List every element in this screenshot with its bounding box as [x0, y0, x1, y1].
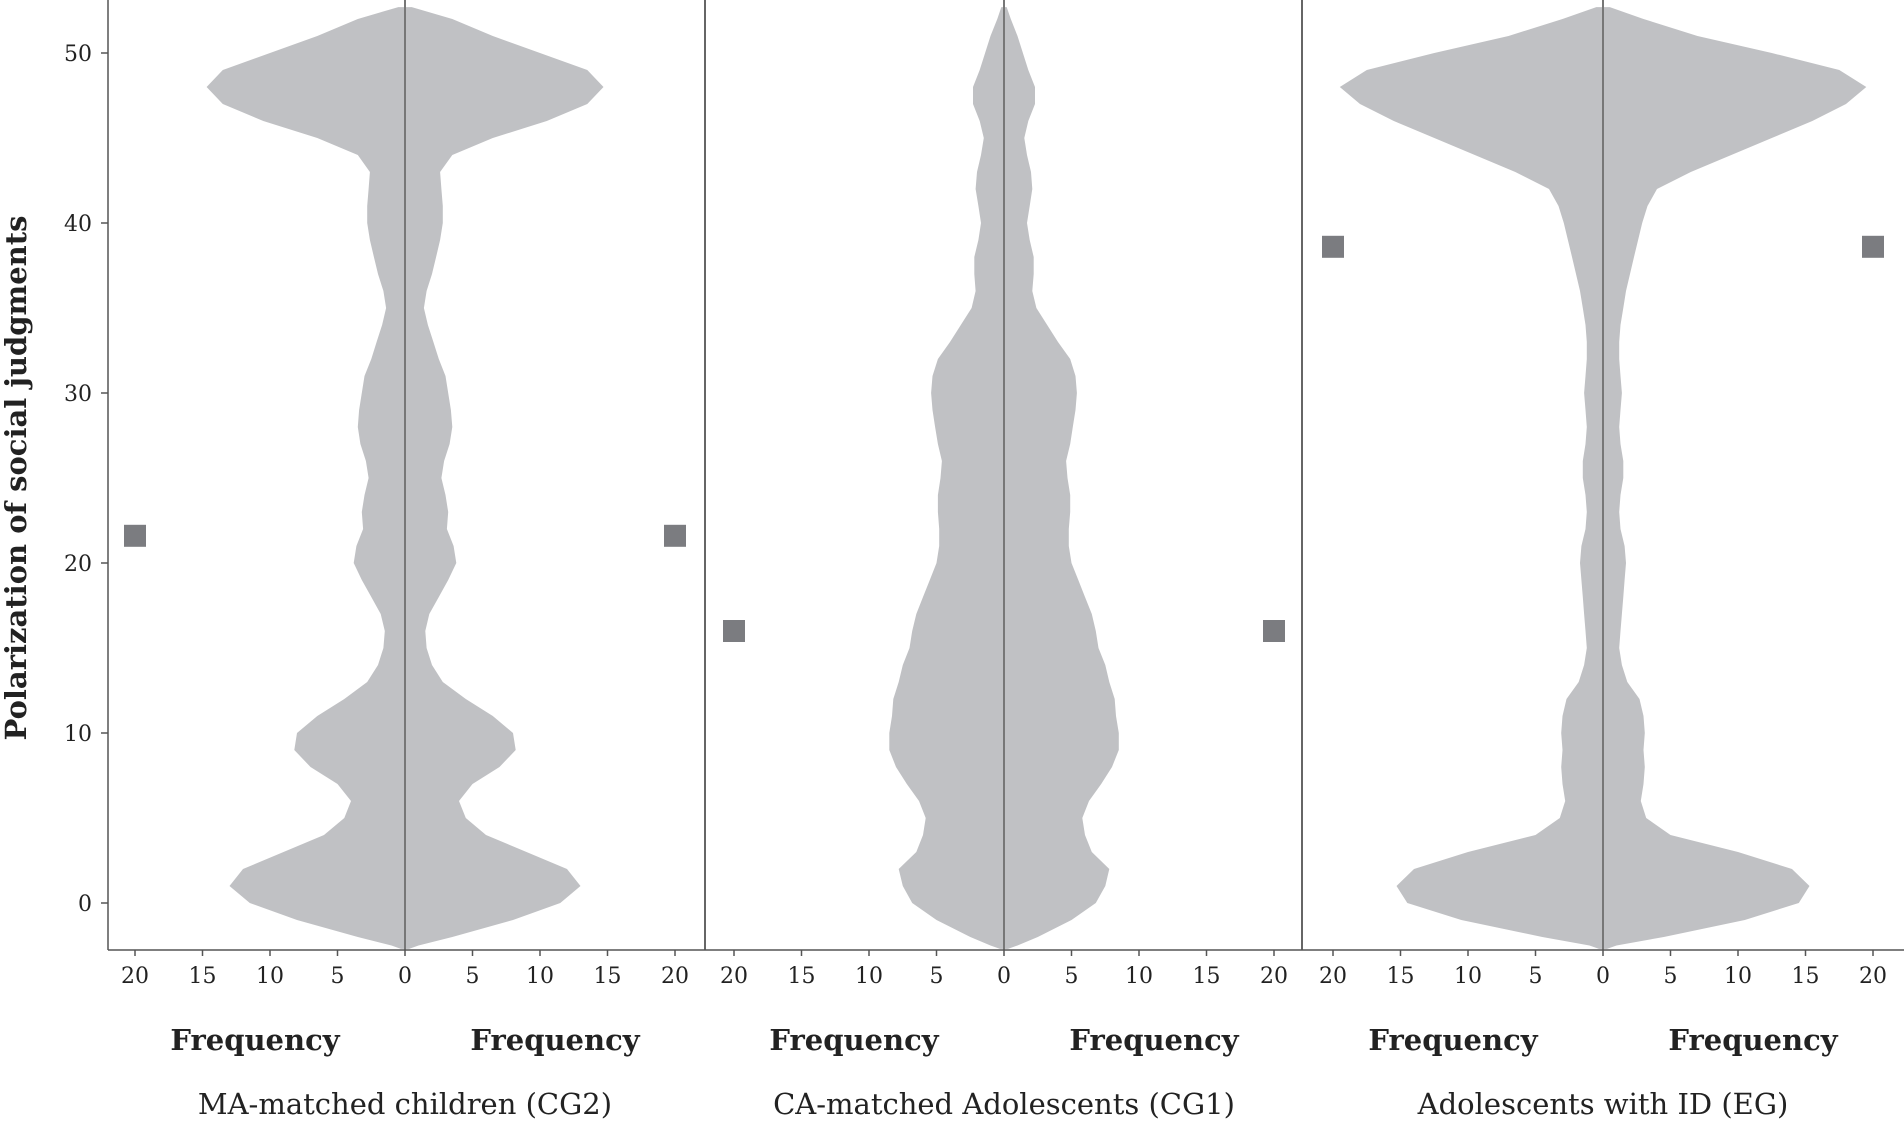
median-marker — [723, 620, 745, 642]
x-tick-label: 15 — [594, 964, 622, 989]
panel-label: MA-matched children (CG2) — [198, 1087, 612, 1121]
x-tick-label: 20 — [1260, 964, 1288, 989]
y-tick-label: 0 — [78, 892, 92, 917]
axes-layer: 0 10 20 30 40 50 — [64, 0, 1904, 951]
median-marker — [1862, 235, 1884, 258]
x-tick-label: 15 — [1792, 964, 1820, 989]
x-tick-label: 20 — [121, 964, 149, 989]
x-tick-label: 20 — [1859, 964, 1887, 989]
x-tick-label: 10 — [256, 964, 284, 989]
frequency-label-right: Frequency — [1069, 1023, 1239, 1057]
panel-label: Adolescents with ID (EG) — [1417, 1087, 1789, 1121]
y-axis-title: Polarization of social judgments — [0, 216, 33, 741]
frequency-label-right: Frequency — [470, 1023, 640, 1057]
x-tick-label: 0 — [1596, 964, 1610, 989]
frequency-label-right: Frequency — [1668, 1023, 1838, 1057]
y-tick-label: 30 — [64, 382, 92, 407]
y-tick-label: 50 — [64, 42, 92, 67]
median-marker — [1322, 235, 1344, 258]
x-tick-label: 5 — [331, 964, 345, 989]
x-tick-label: 15 — [788, 964, 816, 989]
x-tick-label: 10 — [1724, 964, 1752, 989]
frequency-label-left: Frequency — [769, 1023, 939, 1057]
x-tick-label: 10 — [1125, 964, 1153, 989]
x-tick-label: 5 — [1065, 964, 1079, 989]
x-tick-label: 10 — [526, 964, 554, 989]
x-tick-label: 15 — [1387, 964, 1415, 989]
x-tick-label: 0 — [997, 964, 1011, 989]
x-tick-label: 20 — [720, 964, 748, 989]
y-tick-label: 20 — [64, 552, 92, 577]
y-tick-label: 10 — [64, 722, 92, 747]
frequency-label-left: Frequency — [1368, 1023, 1538, 1057]
x-tick-label: 10 — [855, 964, 883, 989]
median-marker — [124, 524, 146, 547]
panel-label: CA-matched Adolescents (CG1) — [773, 1087, 1235, 1121]
x-tick-label: 20 — [1319, 964, 1347, 989]
x-tick-label: 5 — [1529, 964, 1543, 989]
x-tick-label: 20 — [661, 964, 689, 989]
x-tick-label: 5 — [930, 964, 944, 989]
median-marker — [664, 524, 686, 547]
frequency-label-left: Frequency — [170, 1023, 340, 1057]
x-tick-label: 15 — [189, 964, 217, 989]
x-tick-label: 15 — [1193, 964, 1221, 989]
x-tick-label: 5 — [466, 964, 480, 989]
x-tick-label: 0 — [398, 964, 412, 989]
y-tick-label: 40 — [64, 212, 92, 237]
x-tick-label: 10 — [1454, 964, 1482, 989]
x-tick-label: 5 — [1664, 964, 1678, 989]
median-marker — [1263, 620, 1285, 642]
